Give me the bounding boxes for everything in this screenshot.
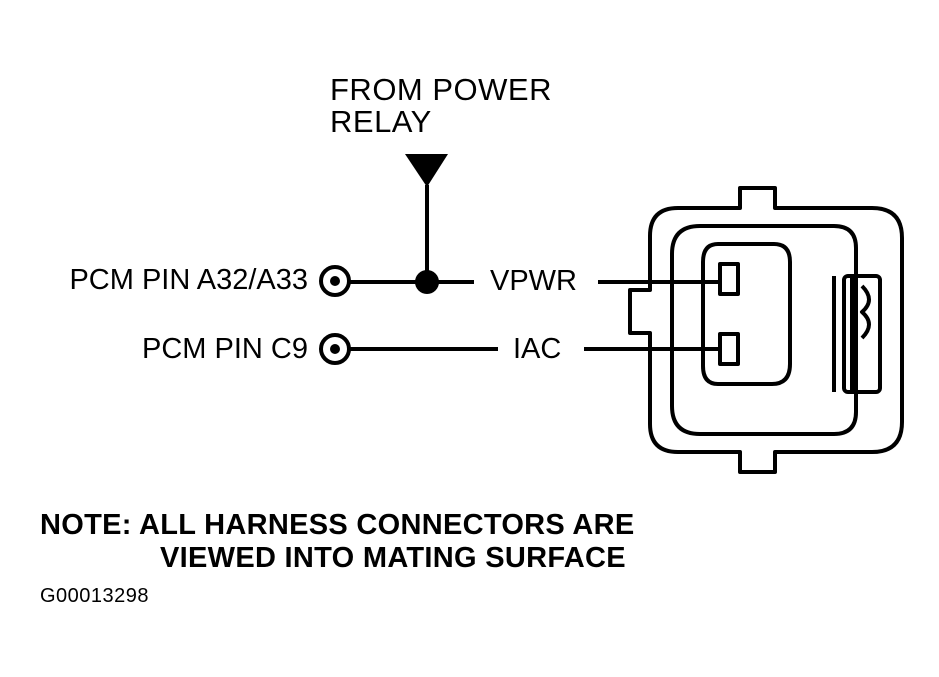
source-label-line-1: FROM POWER [330,72,552,107]
source-label-line-2: RELAY [330,104,432,139]
figure-id: G00013298 [40,585,150,607]
connector-housing [628,186,904,474]
vpwr-wire [319,265,720,297]
note-line-2: VIEWED INTO MATING SURFACE [160,542,626,574]
pcm-pin-a32-a33-label: PCM PIN A32/A33 [69,264,308,296]
iac-terminal-pin [718,332,740,366]
vpwr-terminal-pin [718,262,740,296]
harness-connector [628,186,904,474]
note-line-1: NOTE: ALL HARNESS CONNECTORS ARE [40,509,635,541]
pcm-pin-c9-label: PCM PIN C9 [142,333,308,365]
locking-tab [832,274,882,394]
iac-signal-label: IAC [513,333,562,365]
vpwr-signal-label: VPWR [490,265,577,297]
power-relay-arrow [405,154,448,282]
splice-dot [415,270,439,294]
